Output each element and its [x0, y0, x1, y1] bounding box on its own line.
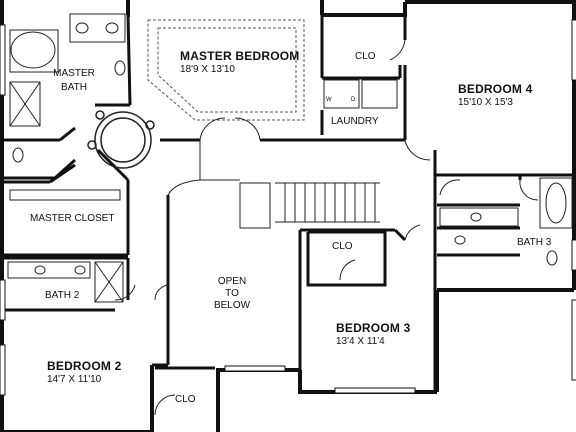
rotunda — [87, 110, 155, 169]
laundry-appliances — [323, 79, 398, 109]
laundry-label: LAUNDRY — [331, 116, 379, 127]
bath2-fixtures — [7, 189, 124, 303]
bedroom3-label: BEDROOM 3 — [336, 321, 411, 335]
master-bath-label-line1: MASTER — [53, 68, 95, 79]
bath3-label: BATH 3 — [517, 237, 552, 248]
master-bath-fixtures — [9, 13, 126, 163]
clo-bottom-label: CLO — [175, 394, 196, 405]
bath2-label: BATH 2 — [45, 290, 80, 301]
door-swings — [114, 39, 539, 416]
stairs — [167, 140, 380, 229]
open-to-below-line3: BELOW — [213, 300, 251, 311]
open-to-below-line2: TO — [225, 288, 239, 299]
tray-ceiling — [147, 19, 305, 121]
master-bedroom-size: 18'9 X 13'10 — [180, 64, 235, 75]
master-closet-label: MASTER CLOSET — [30, 213, 115, 224]
bedroom4-label: BEDROOM 4 — [458, 82, 533, 96]
bedroom2-label: BEDROOM 2 — [47, 359, 122, 373]
bath3-fixtures — [439, 177, 573, 266]
master-bath-label-line2: BATH — [61, 82, 87, 93]
windows — [0, 19, 576, 396]
open-to-below-line1: OPEN — [217, 276, 247, 287]
bedroom3-size: 13'4 X 11'4 — [336, 336, 385, 347]
master-bedroom-label: MASTER BEDROOM — [180, 49, 300, 63]
dryer-label: D — [351, 97, 356, 103]
bedroom2-size: 14'7 X 11'10 — [47, 374, 102, 385]
clo-mid-label: CLO — [332, 241, 353, 252]
clo-top-label: CLO — [355, 51, 376, 62]
interior-walls — [2, 14, 576, 392]
bedroom4-size: 15'10 X 15'3 — [458, 97, 513, 108]
washer-label: W — [326, 97, 332, 103]
